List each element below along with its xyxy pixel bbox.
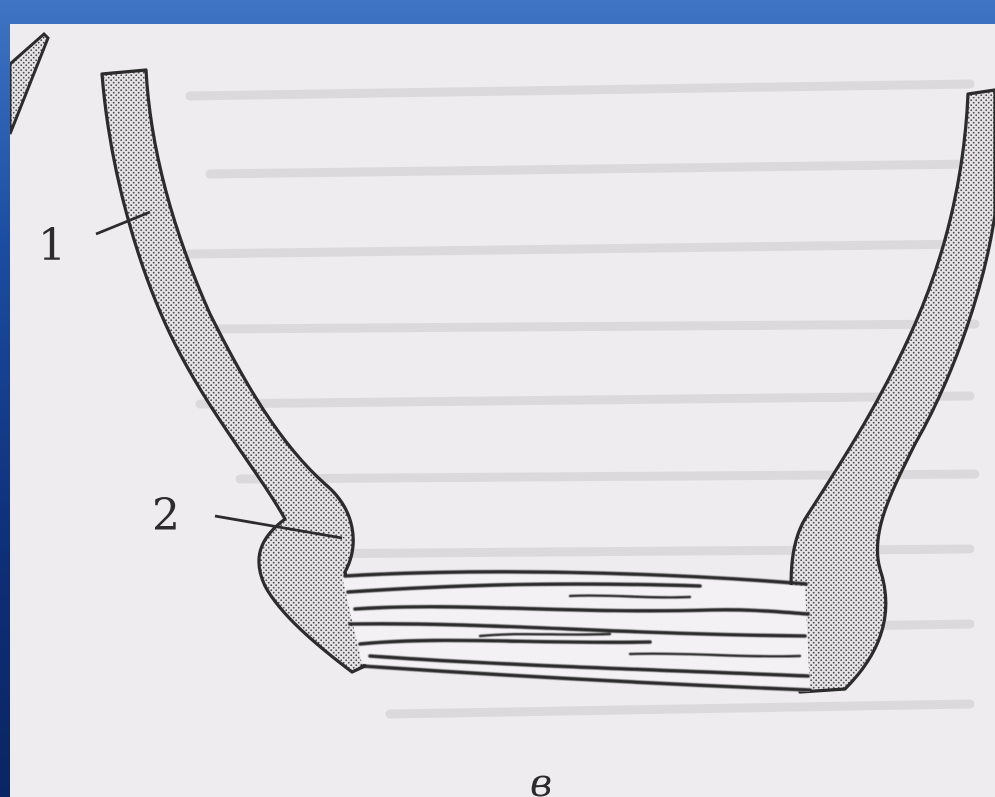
figure-caption: в [530,764,552,797]
label-part-1: 1 [38,224,66,268]
label-part-2: 2 [152,494,180,538]
figure-panel: 1 2 в [10,24,995,797]
bottom-plate [342,572,810,692]
left-wall [102,70,365,672]
top-left-fragment [10,34,48,134]
right-wall [791,90,995,692]
vessel-cross-section-diagram [10,24,995,797]
